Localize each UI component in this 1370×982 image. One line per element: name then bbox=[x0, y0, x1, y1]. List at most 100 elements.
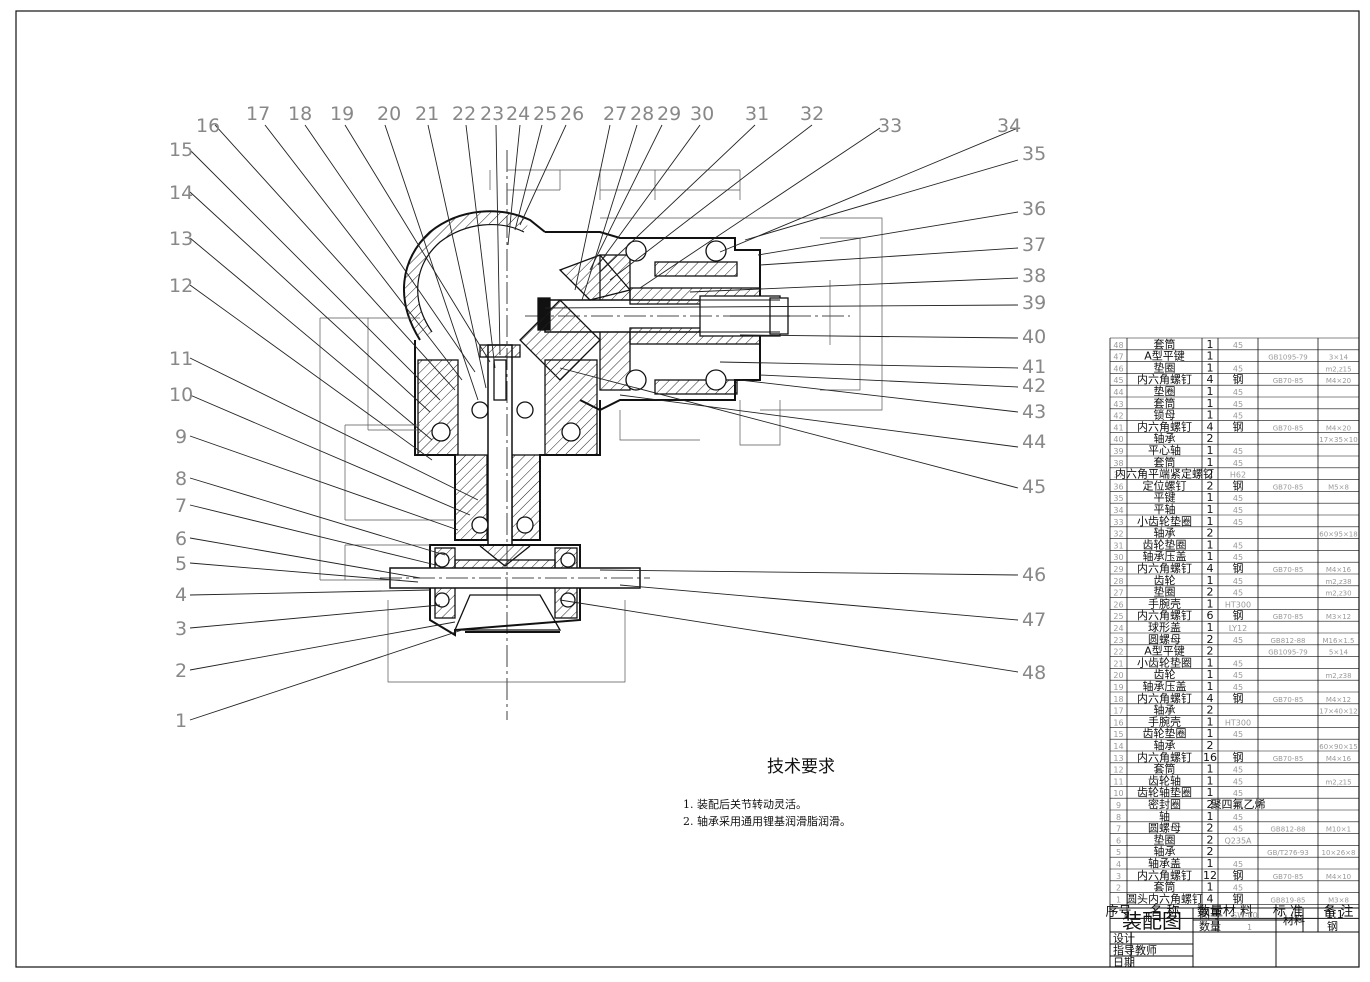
tech-item-1: 1. 装配后关节转动灵活。 bbox=[683, 797, 807, 811]
bom-cell-qty: 1 bbox=[1207, 515, 1214, 528]
bom-cell-mat: 45 bbox=[1233, 459, 1243, 468]
bom-cell-note: 17×40×12 bbox=[1319, 708, 1357, 716]
bom-cell-note: 5×14 bbox=[1329, 649, 1349, 657]
bom-cell-no: 2 bbox=[1116, 884, 1121, 893]
bom-cell-name: 轴 bbox=[1159, 809, 1170, 823]
bom-cell-mat: 45 bbox=[1233, 412, 1243, 421]
bom-cell-mat: 45 bbox=[1233, 659, 1243, 668]
bom-cell-mat: 45 bbox=[1233, 683, 1243, 692]
bom-cell-qty: 2 bbox=[1207, 432, 1214, 445]
bom-cell-name: 小齿轮垫圈 bbox=[1137, 514, 1192, 528]
bom-cell-qty: 1 bbox=[1207, 621, 1214, 634]
bom-cell-qty: 2 bbox=[1207, 586, 1214, 599]
bom-cell-mat: 钢 bbox=[1233, 892, 1244, 905]
bom-cell-name: 圆螺母 bbox=[1148, 822, 1181, 835]
bom-cell-mat: 45 bbox=[1233, 541, 1243, 550]
bom-cell-qty: 2 bbox=[1207, 479, 1214, 492]
bom-cell-name: A型平键 bbox=[1144, 349, 1185, 363]
bom-cell-name: 齿轮垫圈 bbox=[1143, 537, 1187, 551]
bom-cell-note: m2,z38 bbox=[1325, 672, 1351, 680]
bom-cell-name: 平心轴 bbox=[1148, 443, 1181, 457]
bom-cell-mat: 钢 bbox=[1233, 562, 1244, 575]
bom-cell-note: M3×12 bbox=[1326, 613, 1351, 621]
bom-cell-name: 内六角螺钉 bbox=[1137, 419, 1192, 433]
bom-cell-note: m2,z30 bbox=[1325, 590, 1351, 598]
bom-cell-mat: 45 bbox=[1233, 825, 1243, 834]
bom-cell-qty: 1 bbox=[1207, 857, 1214, 870]
callout-5: 5 bbox=[175, 553, 187, 575]
bom-cell-qty: 1 bbox=[1207, 550, 1214, 563]
callout-3: 3 bbox=[175, 618, 187, 640]
callout-43: 43 bbox=[1022, 401, 1046, 423]
bom-cell-std: GB70-85 bbox=[1273, 377, 1304, 385]
bom-cell-no: 23 bbox=[1113, 636, 1123, 645]
bom-cell-qty: 2 bbox=[1207, 739, 1214, 752]
callout-34: 34 bbox=[997, 115, 1021, 137]
bom-cell-std: GB1095-79 bbox=[1268, 354, 1307, 362]
bom-cell-name: 齿轮垫圈 bbox=[1143, 726, 1187, 740]
bom-cell-no: 30 bbox=[1113, 553, 1123, 562]
callout-14: 14 bbox=[169, 182, 193, 204]
bom-cell-mat: HT300 bbox=[1225, 718, 1251, 727]
bom-cell-name: 内六角螺钉 bbox=[1137, 750, 1192, 764]
callout-4: 4 bbox=[175, 584, 187, 606]
bom-cell-qty: 2 bbox=[1207, 833, 1214, 846]
bom-cell-qty: 2 bbox=[1207, 645, 1214, 658]
callout-24: 24 bbox=[506, 103, 530, 125]
bom-cell-qty: 1 bbox=[1207, 680, 1214, 693]
bom-cell-qty: 1 bbox=[1207, 774, 1214, 787]
bom-cell-qty: 2 bbox=[1207, 527, 1214, 540]
callout-36: 36 bbox=[1022, 198, 1046, 220]
bom-cell-mat: 45 bbox=[1233, 766, 1243, 775]
bom-header-note: 备 注 bbox=[1323, 903, 1353, 919]
bom-cell-no: 11 bbox=[1113, 777, 1123, 786]
bom-cell-qty: 1 bbox=[1207, 409, 1214, 422]
bom-cell-note: 10×26×8 bbox=[1322, 849, 1356, 857]
callout-32: 32 bbox=[800, 103, 824, 125]
bom-cell-qty: 1 bbox=[1207, 668, 1214, 681]
bom-cell-mat: H62 bbox=[1230, 471, 1246, 480]
row-design: 设计 bbox=[1113, 932, 1135, 945]
callout-45: 45 bbox=[1022, 476, 1046, 498]
callout-48: 48 bbox=[1022, 662, 1046, 684]
bom-cell-qty: 1 bbox=[1207, 538, 1214, 551]
bom-cell-no: 22 bbox=[1113, 648, 1123, 657]
callout-20: 20 bbox=[377, 103, 401, 125]
bom-cell-mat: 45 bbox=[1233, 636, 1243, 645]
bom-cell-mat: 45 bbox=[1233, 518, 1243, 527]
bom-cell-name: 齿轮 bbox=[1154, 667, 1176, 681]
bom-cell-qty: 4 bbox=[1207, 373, 1214, 386]
bom-cell-no: 17 bbox=[1113, 707, 1123, 716]
drawing-name: 装配图 bbox=[1122, 909, 1182, 933]
callout-15: 15 bbox=[169, 139, 193, 161]
bom-cell-note: M4×12 bbox=[1326, 696, 1351, 704]
bom-cell-no: 16 bbox=[1113, 718, 1123, 727]
bom-cell-qty: 1 bbox=[1207, 574, 1214, 587]
bom-cell-std: GB1095-79 bbox=[1268, 649, 1307, 657]
callout-30: 30 bbox=[690, 103, 714, 125]
bom-cell-no: 18 bbox=[1113, 695, 1123, 704]
bom-cell-note: 60×90×15 bbox=[1319, 743, 1357, 751]
callout-9: 9 bbox=[175, 426, 187, 448]
bom-cell-std: GB819-85 bbox=[1270, 896, 1305, 904]
leader-lines bbox=[189, 124, 1019, 721]
bom-cell-mat: Q235A bbox=[1224, 836, 1252, 845]
bom-cell-std: GB70-85 bbox=[1273, 424, 1304, 432]
bom-cell-no: 35 bbox=[1113, 494, 1123, 503]
callout-42: 42 bbox=[1022, 375, 1046, 397]
bom-cell-mat: HT300 bbox=[1225, 600, 1251, 609]
bom-cell-name: 内六角螺钉 bbox=[1137, 691, 1192, 705]
bom-cell-name: 轴承盖 bbox=[1148, 856, 1181, 870]
bom-cell-no: 21 bbox=[1113, 659, 1123, 668]
bom-cell-no: 44 bbox=[1113, 388, 1123, 397]
bom-cell-mat: 钢 bbox=[1233, 751, 1244, 764]
bom-cell-mat: 45 bbox=[1233, 577, 1243, 586]
bom-cell-name: 平键 bbox=[1154, 490, 1176, 504]
bom-cell-no: 41 bbox=[1113, 423, 1123, 432]
bom-cell-mat: 45 bbox=[1233, 813, 1243, 822]
bom-cell-note: M3×8 bbox=[1328, 896, 1349, 904]
bom-cell-note: M4×16 bbox=[1326, 755, 1352, 763]
callout-13: 13 bbox=[169, 228, 193, 250]
